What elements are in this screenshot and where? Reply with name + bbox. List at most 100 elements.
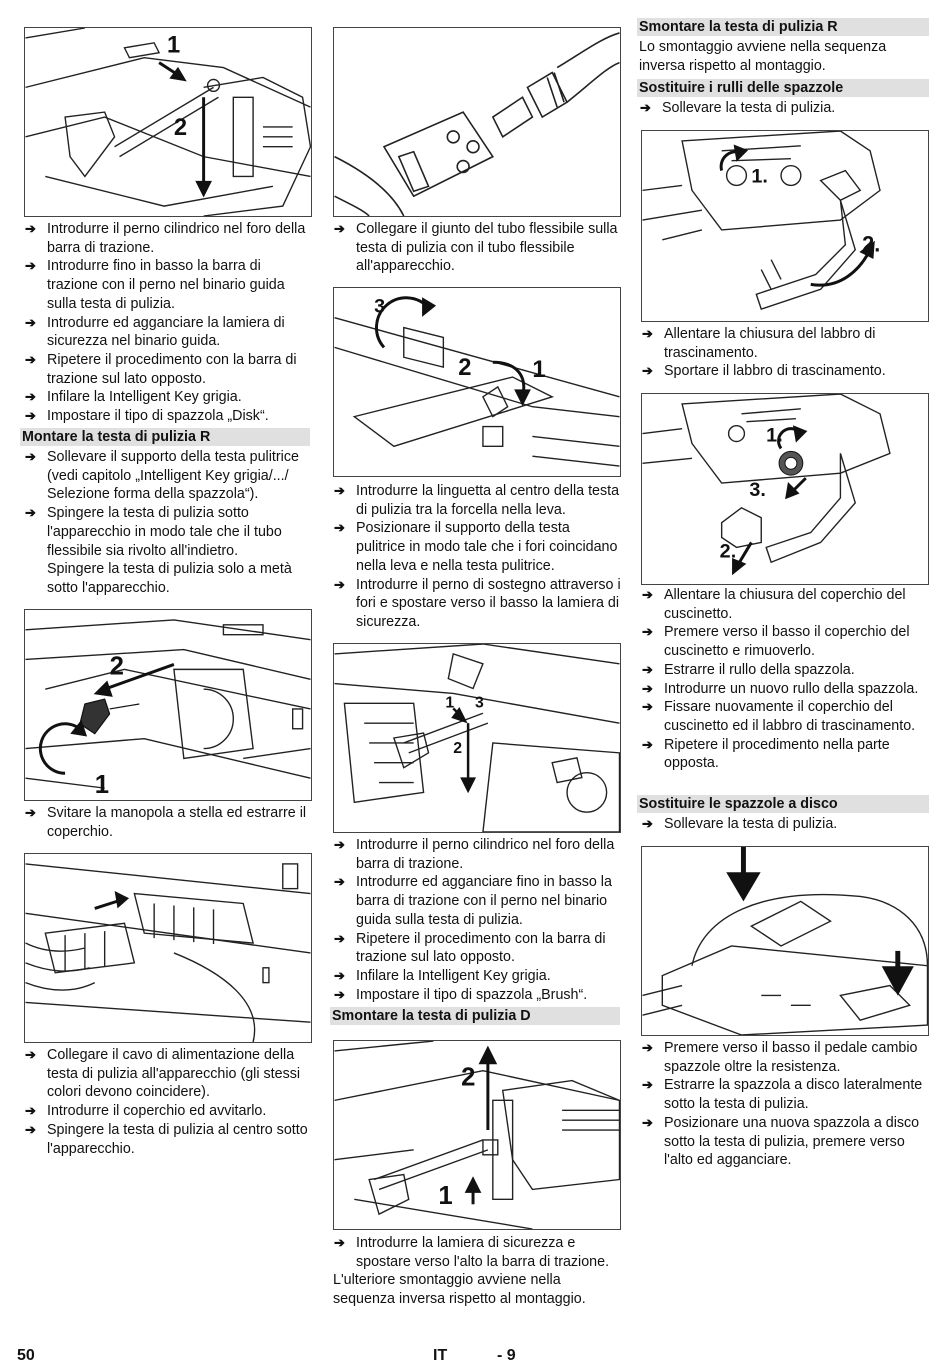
- figure-star-knob: 2 1: [24, 609, 312, 801]
- bullet-arrow-icon: ➔: [334, 1235, 345, 1250]
- list-item: ➔Introdurre fino in basso la barra di tr…: [25, 258, 285, 312]
- figure-bearing-cover: 1. 3. 2.: [641, 393, 929, 585]
- section-heading-mount-r: Montare la testa di pulizia R: [20, 428, 310, 446]
- col2-steps-d: ➔Introdurre la lamiera di sicurezza e sp…: [333, 1234, 621, 1309]
- language-code: IT: [433, 1347, 448, 1364]
- list-item: ➔Ripetere il procedimento con la barra d…: [25, 351, 297, 387]
- list-item: ➔Collegare il giunto del tubo flessibile…: [334, 221, 618, 275]
- bullet-arrow-icon: ➔: [642, 661, 653, 677]
- fig7-label-3: 3: [475, 694, 484, 711]
- list-item: ➔Posizionare una nuova spazzola a disco …: [642, 1114, 920, 1169]
- sub-page-number: - 9: [497, 1347, 516, 1364]
- bullet-arrow-icon: ➔: [334, 874, 345, 890]
- fig3-label-1: 1: [95, 771, 109, 799]
- fig7-label-1: 1: [445, 694, 454, 711]
- note: Spingere la testa di pulizia solo a metà…: [47, 561, 292, 596]
- bullet-arrow-icon: ➔: [642, 326, 653, 341]
- fig7-label-2: 2: [453, 740, 462, 757]
- list-item: ➔Introdurre il coperchio ed avvitarlo.: [25, 1103, 267, 1120]
- bullet-arrow-icon: ➔: [25, 221, 36, 236]
- section-heading-rollers: Sostituire i rulli delle spazzole: [637, 79, 929, 97]
- list-item: ➔Svitare la manopola a stella ed estrarr…: [25, 805, 307, 840]
- bullet-arrow-icon: ➔: [25, 351, 36, 367]
- bullet-arrow-icon: ➔: [334, 520, 345, 536]
- bullet-arrow-icon: ➔: [334, 986, 345, 1002]
- figure-power-connector: [24, 853, 312, 1043]
- paragraph: Lo smontaggio avviene nella sequenza inv…: [639, 39, 887, 74]
- col2-steps-c: ➔Introdurre il perno cilindrico nel foro…: [333, 836, 621, 1004]
- list-item: ➔Impostare il tipo di spazzola „Brush“.: [334, 986, 588, 1003]
- col3-steps-d: ➔Sollevare la testa di pulizia.: [641, 815, 929, 834]
- bullet-arrow-icon: ➔: [25, 314, 36, 330]
- bullet-arrow-icon: ➔: [25, 1047, 36, 1062]
- bullet-arrow-icon: ➔: [334, 576, 345, 592]
- list-item: ➔Introdurre la linguetta al centro della…: [334, 483, 620, 518]
- list-item: ➔Premere verso il basso il coperchio del…: [642, 624, 910, 660]
- bullet-arrow-icon: ➔: [642, 816, 653, 831]
- list-item: ➔Ripetere il procedimento con la barra d…: [334, 930, 606, 966]
- col1-steps-c: ➔Svitare la manopola a stella ed estrarr…: [24, 804, 312, 841]
- list-item: ➔Ripetere il procedimento nella parte op…: [642, 736, 890, 772]
- col3-steps-b: ➔Allentare la chiusura del labbro di tra…: [641, 325, 929, 381]
- list-item: ➔Estrarre la spazzola a disco lateralmen…: [642, 1077, 923, 1113]
- fig8-label-2: 2: [461, 1064, 475, 1092]
- section-heading-dismount-r: Smontare la testa di pulizia R: [637, 18, 929, 36]
- list-item: ➔Posizionare il supporto della testa pul…: [334, 520, 618, 574]
- list-item: ➔Introdurre un nuovo rullo della spazzol…: [642, 680, 919, 697]
- fig9-label-2: 2.: [862, 232, 880, 257]
- section-heading-dismount-d: Smontare la testa di pulizia D: [330, 1007, 620, 1025]
- col1-steps-a: ➔Introdurre il perno cilindrico nel foro…: [24, 220, 312, 426]
- list-item: ➔Spingere la testa di pulizia al centro …: [25, 1121, 308, 1157]
- list-item: ➔Fissare nuovamente il coperchio del cus…: [642, 699, 916, 734]
- list-item: ➔Sollevare il supporto della testa pulit…: [25, 449, 299, 503]
- bullet-arrow-icon: ➔: [25, 1103, 36, 1119]
- bullet-arrow-icon: ➔: [25, 408, 36, 424]
- bullet-arrow-icon: ➔: [642, 587, 653, 602]
- fig6-label-1: 1: [532, 357, 545, 383]
- list-item: ➔Introdurre ed agganciare la lamiera di …: [25, 314, 285, 350]
- fig9-label-1: 1.: [751, 165, 768, 187]
- bullet-arrow-icon: ➔: [334, 483, 345, 498]
- bullet-arrow-icon: ➔: [334, 930, 345, 946]
- bullet-arrow-icon: ➔: [640, 100, 651, 115]
- col3-steps-e: ➔Premere verso il basso il pedale cambio…: [641, 1039, 929, 1170]
- bullet-arrow-icon: ➔: [25, 805, 36, 820]
- figure-hose-coupling: [333, 27, 621, 217]
- fig8-label-1: 1: [438, 1182, 452, 1210]
- bullet-arrow-icon: ➔: [334, 837, 345, 852]
- list-item: ➔Introdurre il perno cilindrico nel foro…: [25, 221, 306, 256]
- col1-steps-b: ➔Sollevare il supporto della testa pulit…: [24, 448, 312, 598]
- bullet-arrow-icon: ➔: [642, 1077, 653, 1093]
- bullet-arrow-icon: ➔: [642, 363, 653, 379]
- figure-support-pin: 3 2 1: [333, 287, 621, 477]
- list-item: ➔Infilare la Intelligent Key grigia.: [25, 389, 242, 406]
- bullet-arrow-icon: ➔: [642, 699, 653, 715]
- col1-steps-d: ➔Collegare il cavo di alimentazione dell…: [24, 1046, 312, 1158]
- note: L'ulteriore smontaggio avviene nella seq…: [333, 1272, 586, 1308]
- bullet-arrow-icon: ➔: [334, 967, 345, 983]
- list-item: ➔Introdurre la lamiera di sicurezza e sp…: [334, 1235, 610, 1270]
- col3-steps-a: ➔Sollevare la testa di pulizia.: [639, 99, 929, 118]
- bullet-arrow-icon: ➔: [642, 624, 653, 640]
- bullet-arrow-icon: ➔: [642, 736, 653, 752]
- figure-safety-plate: 2 1: [333, 1040, 621, 1230]
- list-item: ➔Introdurre ed agganciare fino in basso …: [334, 874, 612, 928]
- bullet-arrow-icon: ➔: [642, 1040, 653, 1055]
- fig10-label-1: 1.: [766, 425, 783, 447]
- bullet-arrow-icon: ➔: [25, 1121, 36, 1137]
- list-item: ➔Premere verso il basso il pedale cambio…: [642, 1040, 918, 1075]
- page-number: 50: [17, 1347, 35, 1364]
- figure-trailing-lip: 1. 2.: [641, 130, 929, 322]
- list-item: ➔Sollevare la testa di pulizia.: [640, 100, 836, 116]
- bullet-arrow-icon: ➔: [642, 1114, 653, 1130]
- list-item: ➔Introdurre il perno cilindrico nel foro…: [334, 837, 615, 872]
- fig6-label-2: 2: [458, 355, 471, 381]
- fig1-label-2: 2: [174, 115, 187, 141]
- fig6-label-3: 3: [374, 296, 385, 318]
- bullet-arrow-icon: ➔: [25, 449, 36, 464]
- fig1-label-1: 1: [167, 33, 180, 59]
- figure-tow-bar-pin: 1 2: [24, 27, 312, 217]
- fig3-label-2: 2: [110, 652, 124, 680]
- list-item: ➔Spingere la testa di pulizia sotto l'ap…: [25, 505, 282, 559]
- bullet-arrow-icon: ➔: [334, 221, 345, 236]
